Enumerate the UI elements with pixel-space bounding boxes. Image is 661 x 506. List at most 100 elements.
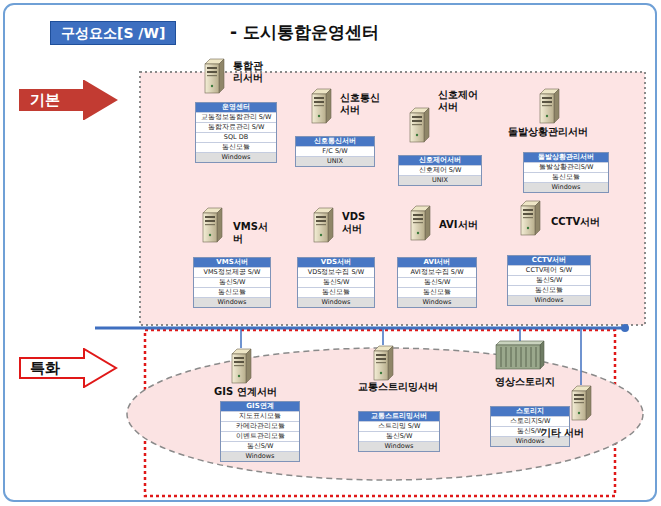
table-header: 운영센터 xyxy=(196,103,276,112)
spec-table: 운영센터교통정보통합관리 S/W통합자료관리 S/WSQL DB통신모듈Wind… xyxy=(195,102,277,163)
table-row: 스토리지S/W xyxy=(491,416,569,426)
table-row: F/C S/W xyxy=(296,146,374,156)
server-name: AVI서버 xyxy=(439,219,484,231)
arrow-outline xyxy=(20,349,116,387)
icon-use xyxy=(314,208,333,242)
table-row: 통신S/W xyxy=(194,277,270,287)
server-name: 돌발상황관리서버 xyxy=(508,126,596,138)
spec-table: 스토리지스토리지S/W통신S/WWindows xyxy=(490,406,570,447)
icon-use xyxy=(496,341,544,369)
table-header: 교통스트리밍서버 xyxy=(359,412,439,421)
server-group: CCTV서버 CCTV서버CCTV제어 S/W통신S/W통신모듈Windows xyxy=(507,200,603,306)
table-row: 통신모듈 xyxy=(298,287,374,297)
table-row: Windows xyxy=(194,297,270,307)
icon-use xyxy=(205,59,224,93)
table-row: 돌발상황관리S/W xyxy=(524,162,608,172)
server-group: 교통스트리밍서버교통스트리밍서버스트리밍 S/W통신S/WWindows xyxy=(358,345,440,452)
server-name: GIS 연계서버 xyxy=(214,386,304,398)
server-name: CCTV서버 xyxy=(551,216,603,228)
table-header: 스토리지 xyxy=(491,407,569,416)
server-group: 기타 서버 xyxy=(565,385,603,439)
table-row: 통신모듈 xyxy=(508,285,590,295)
table-row: 신호제어 S/W xyxy=(399,165,481,175)
spec-table: VDS서버VDS정보수집 S/W통신S/W통신모듈Windows xyxy=(297,257,375,308)
server-icon xyxy=(201,207,223,243)
table-row: UNIX xyxy=(296,156,374,166)
table-row: 지도표시모듈 xyxy=(221,411,299,421)
table-row: 카메라관리모듈 xyxy=(221,421,299,431)
server-group: GIS 연계서버GIS연계지도표시모듈카메라관리모듈이벤트관리모듈통신S/WWi… xyxy=(220,348,304,462)
table-row: 교통정보통합관리 S/W xyxy=(196,112,276,122)
table-row: AVI정보수집 S/W xyxy=(398,267,476,277)
icon-use xyxy=(374,346,393,380)
table-row: 통신모듈 xyxy=(194,287,270,297)
server-name: 신호통신서버 xyxy=(340,92,385,116)
table-header: GIS연계 xyxy=(221,402,299,411)
server-icon xyxy=(570,385,592,421)
table-row: 통신모듈 xyxy=(398,287,476,297)
block-arrow: 특화 xyxy=(18,348,118,388)
table-row: 통신S/W xyxy=(221,441,299,451)
spec-table: 돌발상황관리서버돌발상황관리S/W통신모듈Windows xyxy=(523,152,609,193)
icon-use xyxy=(232,349,251,383)
title-box: 구성요소[S /W] xyxy=(50,21,176,45)
server-icon xyxy=(408,107,430,143)
icon-use xyxy=(540,89,559,123)
table-row: Windows xyxy=(221,451,299,461)
table-row: Windows xyxy=(508,295,590,305)
spec-table: VMS서버VMS정보제공 S/W통신S/W통신모듈Windows xyxy=(193,257,271,308)
server-group: VMS서버 VMS서버VMS정보제공 S/W통신S/W통신모듈Windows xyxy=(193,207,275,308)
table-header: 돌발상황관리서버 xyxy=(524,153,608,162)
icon-use xyxy=(521,201,540,235)
server-name: 영상스토리지 xyxy=(495,376,585,388)
server-name: 기타 서버 xyxy=(541,427,603,439)
icon-use xyxy=(312,89,331,123)
table-header: AVI서버 xyxy=(398,258,476,267)
table-row: VMS정보제공 S/W xyxy=(194,267,270,277)
table-row: 통신S/W xyxy=(359,431,439,441)
spec-table: 신호통신서버F/C S/WUNIX xyxy=(295,136,375,167)
table-header: 신호통신서버 xyxy=(296,137,374,146)
table-row: 통신모듈 xyxy=(524,172,608,182)
server-group: 돌발상황관리서버돌발상황관리서버돌발상황관리S/W통신모듈Windows xyxy=(508,88,607,193)
table-row: Windows xyxy=(298,297,374,307)
server-group: 신호통신서버신호통신서버F/C S/WUNIX xyxy=(295,88,385,167)
spec-table: CCTV서버CCTV제어 S/W통신S/W통신모듈Windows xyxy=(507,255,591,306)
server-name: VMS서버 xyxy=(233,221,275,245)
icon-use xyxy=(410,108,429,142)
table-row: 통신S/W xyxy=(508,275,590,285)
storage-icon xyxy=(495,340,545,370)
table-row: CCTV제어 S/W xyxy=(508,265,590,275)
server-icon xyxy=(538,88,560,124)
table-row: Windows xyxy=(196,152,276,162)
server-group: 통합관리서버운영센터교통정보통합관리 S/W통합자료관리 S/WSQL DB통신… xyxy=(195,58,275,163)
arrow-outline xyxy=(20,81,116,119)
server-icon xyxy=(372,345,394,381)
table-row: 통신S/W xyxy=(398,277,476,287)
icon-use xyxy=(572,386,591,420)
icon-use xyxy=(411,206,430,240)
server-icon xyxy=(203,58,225,94)
table-row: Windows xyxy=(398,297,476,307)
server-icon xyxy=(312,207,334,243)
server-group: VDS서버VDS서버VDS정보수집 S/W통신S/W통신모듈Windows xyxy=(297,207,373,308)
server-icon xyxy=(409,205,431,241)
table-row: 이벤트관리모듈 xyxy=(221,431,299,441)
table-row: Windows xyxy=(524,182,608,192)
server-name: 통합관리서버 xyxy=(233,60,263,84)
table-row: Windows xyxy=(359,441,439,451)
server-name: VDS서버 xyxy=(342,211,372,235)
server-icon xyxy=(230,348,252,384)
server-icon xyxy=(519,200,541,236)
block-arrow: 기본 xyxy=(18,80,118,120)
table-header: VDS서버 xyxy=(298,258,374,267)
server-name: 교통스트리밍서버 xyxy=(358,381,440,393)
spec-table: GIS연계지도표시모듈카메라관리모듈이벤트관리모듈통신S/WWindows xyxy=(220,401,300,462)
table-header: 신호제어서버 xyxy=(399,156,481,165)
spec-table: 교통스트리밍서버스트리밍 S/W통신S/WWindows xyxy=(358,411,440,452)
icon-use xyxy=(203,208,222,242)
server-icon xyxy=(310,88,332,124)
server-name: 신호제어서버 xyxy=(438,89,480,113)
server-group: 신호제어서버신호제어서버신호제어 S/WUNIX xyxy=(398,85,480,186)
diagram-title: - 도시통합운영센터 xyxy=(230,21,379,44)
